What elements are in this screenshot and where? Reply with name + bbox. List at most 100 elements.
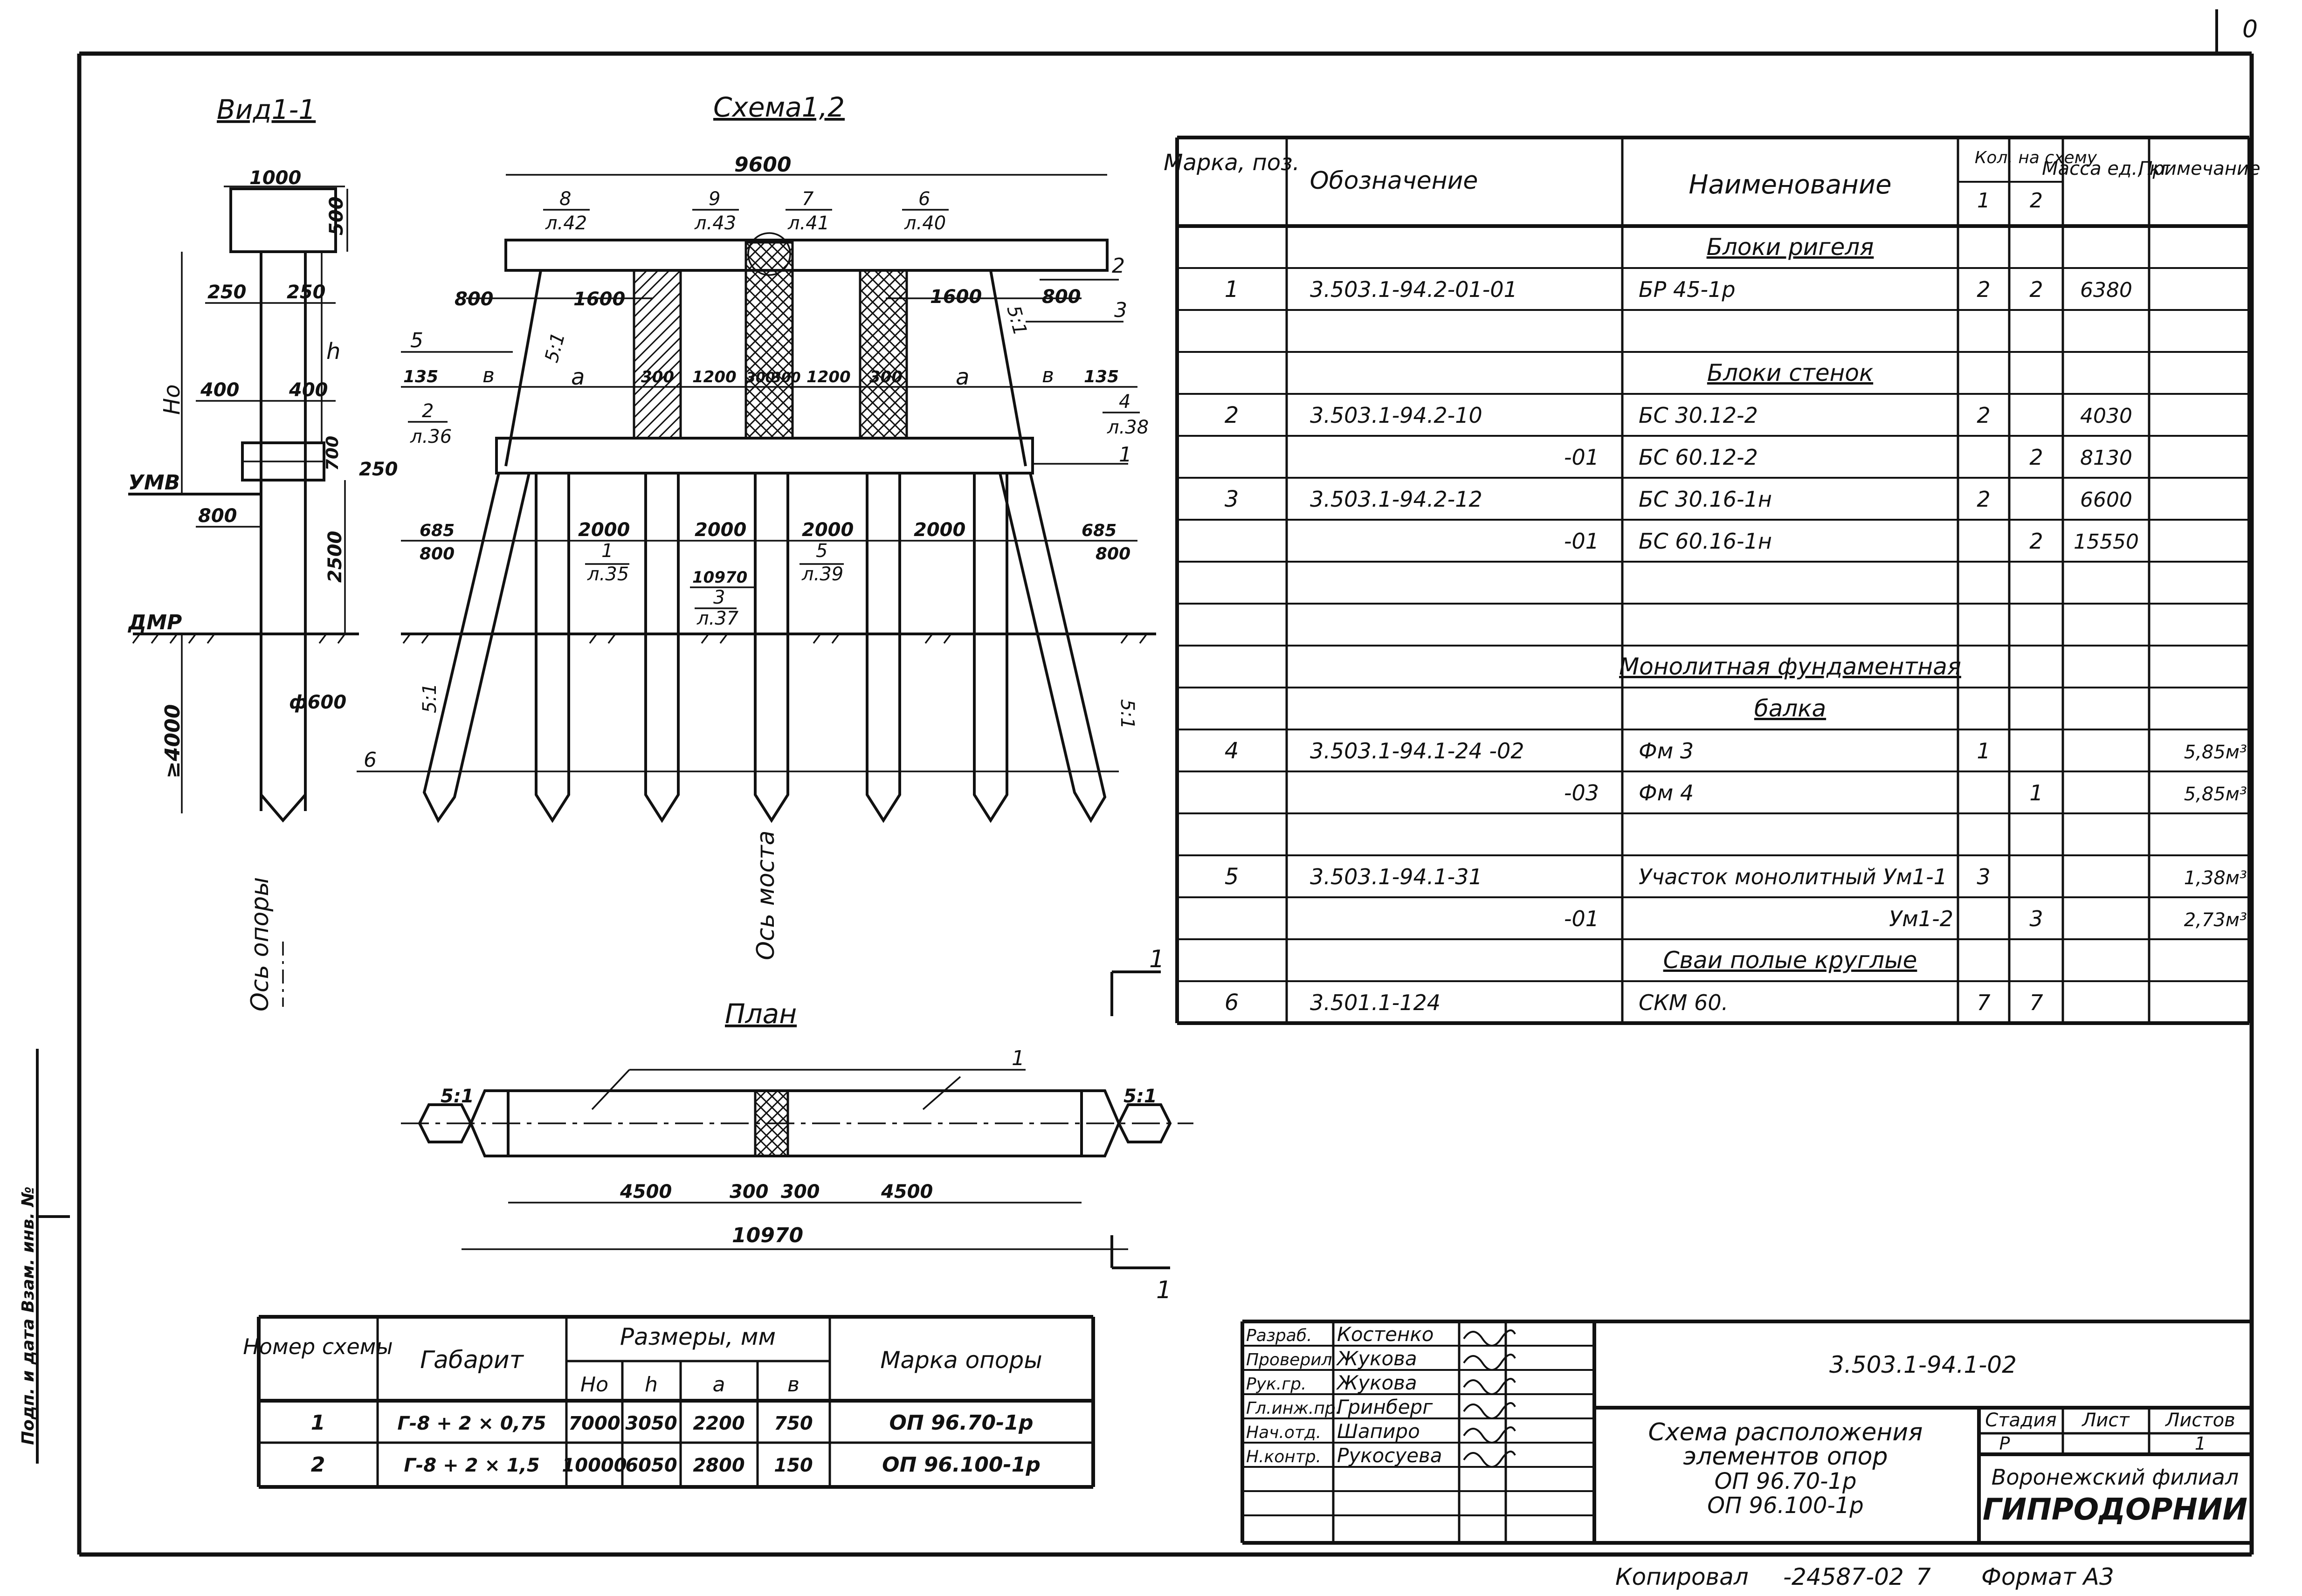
svg-text:ДМР: ДМР [127, 611, 182, 634]
spec-row-qty1: 7 [1977, 990, 1990, 1015]
dims-row-gabarit: Г-8 + 2 × 1,5 [404, 1455, 539, 1476]
spec-row-name: Ум1-2 [1889, 906, 1953, 931]
title-name: Гринберг [1337, 1396, 1433, 1418]
title-name: Шапиро [1337, 1420, 1420, 1443]
plan-view: План 5:1 5:1 1 4500 300 300 4500 10970 1 [401, 998, 1193, 1304]
spec-row-name: Фм 4 [1639, 780, 1694, 805]
spec-row-mass: 15550 [2074, 530, 2139, 554]
spec-row-note: 5,85м³ [2184, 742, 2247, 763]
spec-row-qty1: 2 [1977, 277, 1990, 302]
svg-text:1200: 1200 [806, 368, 851, 386]
title-role: Проверил [1246, 1350, 1332, 1369]
svg-text:в: в [1042, 364, 1054, 387]
svg-text:800: 800 [1042, 286, 1081, 308]
page-corner-number: 0 [2242, 15, 2258, 43]
svg-text:400: 400 [289, 379, 328, 401]
svg-text:2000: 2000 [695, 519, 746, 541]
svg-text:УМВ: УМВ [128, 471, 180, 495]
header-mark: Марка, поз. [1164, 150, 1300, 176]
view-1-1: Вид1-1 1000 500 250 250 h Hо [127, 94, 398, 1011]
spec-section-heading: Блоки ригеля [1707, 234, 1874, 261]
margin-stamp-text: Подп. и дата Взам. инв. № [19, 1186, 38, 1445]
title-stage: Р [1999, 1433, 2010, 1454]
svg-text:9: 9 [709, 188, 720, 210]
svg-text:4500: 4500 [620, 1181, 672, 1203]
spec-row-qty1: 1 [1977, 738, 1990, 764]
header-note: Примечание [2138, 158, 2260, 179]
svg-text:500: 500 [326, 197, 347, 236]
title-line: ОП 96.100-1р [1707, 1493, 1863, 1519]
title-role: Рук.гр. [1246, 1375, 1306, 1394]
title-role: Разраб. [1246, 1326, 1312, 1345]
svg-text:2: 2 [422, 400, 434, 422]
dims-header-sizes: Размеры, мм [620, 1323, 776, 1350]
svg-text:4: 4 [1119, 391, 1130, 413]
spec-row-name: СКМ 60. [1639, 990, 1728, 1015]
view-axis-label: Ось опоры [246, 877, 274, 1011]
svg-text:1: 1 [1149, 945, 1165, 973]
dims-header-h: h [645, 1373, 658, 1396]
svg-text:в: в [482, 364, 495, 387]
svg-text:Формат А3: Формат А3 [1981, 1563, 2114, 1590]
spec-row-mark: 1 [1225, 276, 1239, 303]
spec-row-qty2: 7 [2029, 990, 2043, 1015]
svg-text:1000: 1000 [249, 167, 301, 189]
title-line: элементов опор [1683, 1443, 1888, 1471]
svg-text:5:1: 5:1 [419, 683, 441, 713]
spec-row-qty1: 2 [1977, 403, 1990, 428]
spec-row-mass: 8130 [2080, 446, 2132, 470]
svg-text:250: 250 [287, 282, 326, 303]
spec-row-designation: -01 [1564, 445, 1599, 470]
svg-text:300: 300 [781, 1181, 820, 1203]
svg-text:3: 3 [713, 587, 725, 608]
view-cap [229, 187, 337, 253]
title-sheets: 1 [2195, 1433, 2206, 1454]
svg-text:3: 3 [1114, 298, 1127, 322]
spec-row-name: БС 60.16-1н [1639, 529, 1772, 554]
dims-row-h: 6050 [625, 1455, 677, 1476]
spec-row-name: БР 45-1р [1639, 277, 1736, 302]
spec-row-qty1: 2 [1977, 487, 1990, 512]
svg-text:4500: 4500 [881, 1181, 933, 1203]
wall-block-1 [633, 269, 682, 440]
title-sheets-label: Листов [2164, 1410, 2235, 1431]
spec-row-mark: 3 [1225, 486, 1239, 512]
svg-text:685: 685 [1082, 521, 1117, 540]
svg-text:300: 300 [869, 368, 903, 386]
spec-row-note: 5,85м³ [2184, 784, 2247, 805]
svg-text:-24587-02: -24587-02 [1783, 1563, 1904, 1590]
svg-text:135: 135 [1084, 367, 1119, 386]
spec-row-mass: 4030 [2080, 404, 2132, 428]
svg-text:h: h [326, 338, 340, 365]
header-name: Наименование [1689, 170, 1891, 200]
spec-row-designation: 3.503.1-94.2-12 [1310, 487, 1482, 512]
svg-text:135: 135 [403, 367, 438, 386]
svg-text:300: 300 [730, 1181, 769, 1203]
spec-row-qty2: 2 [2029, 277, 2043, 302]
spec-row-qty2: 2 [2029, 529, 2043, 554]
svg-text:8: 8 [559, 188, 571, 210]
svg-text:300: 300 [746, 370, 775, 386]
svg-text:л.41: л.41 [787, 213, 829, 234]
svg-text:5: 5 [816, 540, 827, 562]
svg-text:7: 7 [802, 188, 814, 210]
view-pile-tip [260, 792, 307, 823]
spec-row-name: БС 30.16-1н [1639, 487, 1772, 512]
dims-row-support: ОП 96.100-1р [882, 1453, 1041, 1477]
svg-text:1: 1 [601, 540, 613, 562]
svg-text:800: 800 [455, 289, 494, 310]
svg-text:5: 5 [410, 329, 423, 352]
title-line: Схема расположения [1648, 1418, 1923, 1446]
spec-row-name: Фм 3 [1639, 738, 1694, 764]
scheme-title: Схема1,2 [713, 91, 845, 123]
plan-title: План [725, 998, 797, 1030]
title-name: Жукова [1336, 1371, 1417, 1394]
dims-header-gabarit: Габарит [420, 1346, 524, 1374]
wall-block-3 [859, 269, 908, 440]
svg-text:300: 300 [641, 368, 674, 386]
spec-row-designation: 3.501.1-124 [1310, 990, 1440, 1015]
svg-text:400: 400 [200, 379, 240, 401]
svg-text:800: 800 [198, 505, 237, 527]
